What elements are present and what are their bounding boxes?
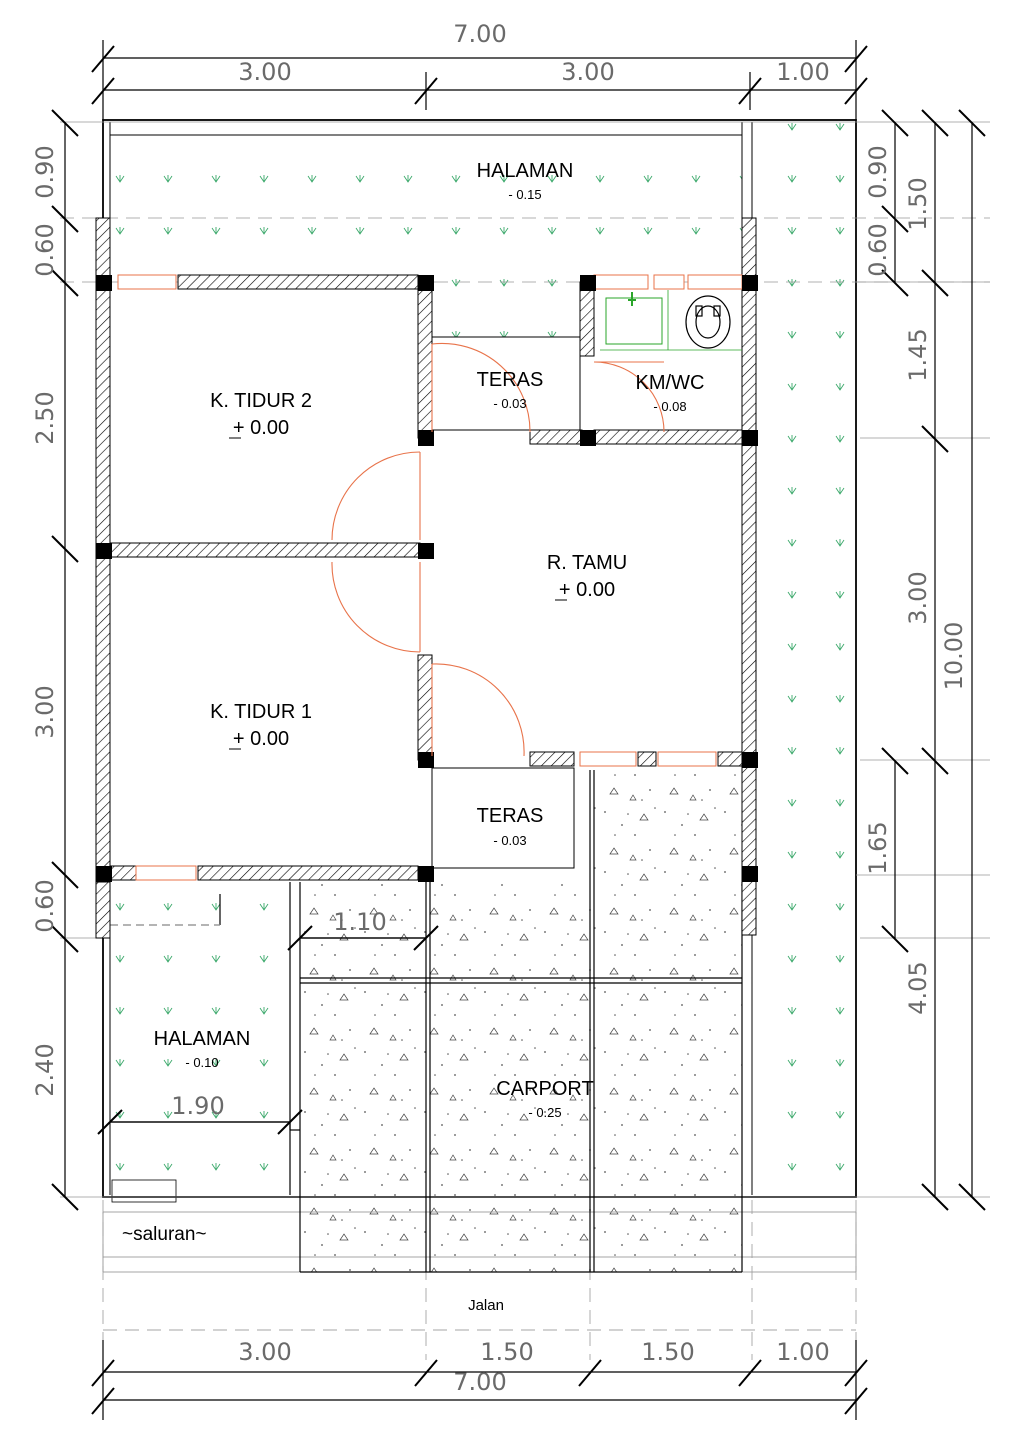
room-halaman-top-name: HALAMAN <box>477 160 574 182</box>
room-kmwc-name: KM/WC <box>636 372 705 394</box>
room-teras-top-level: - 0.03 <box>493 396 526 411</box>
dimension-lines <box>51 40 986 1420</box>
squat-toilet-icon <box>685 295 731 349</box>
room-tidur1-name: K. TIDUR 1 <box>210 701 312 723</box>
teras-grass <box>432 275 580 337</box>
walls <box>95 217 757 939</box>
teras-bottom-paving <box>592 770 742 882</box>
dim-right-inner-2: 0.60 <box>864 223 892 276</box>
canal-label: ~saluran~ <box>122 1224 207 1245</box>
dim-top-1: 3.00 <box>238 58 291 86</box>
back-yard-grass <box>110 885 290 1195</box>
tap-icon <box>628 292 636 306</box>
dim-right-mid-3: 3.00 <box>904 571 932 624</box>
room-carport-name: CARPORT <box>496 1078 593 1100</box>
dim-right-mid-1: 1.50 <box>904 177 932 230</box>
room-kmwc-level: - 0.08 <box>653 399 686 414</box>
room-tidur1-level: + 0.00 <box>233 728 289 750</box>
room-tamu-name: R. TAMU <box>547 552 627 574</box>
carport-grid <box>110 770 743 1273</box>
dim-inner-1: 1.10 <box>333 908 386 936</box>
dim-left-6: 2.40 <box>31 1043 59 1096</box>
room-halaman-top-level: - 0.15 <box>508 187 541 202</box>
doors <box>331 342 665 757</box>
room-labels: HALAMAN - 0.15 TERAS - 0.03 KM/WC - 0.08… <box>122 160 704 1314</box>
dim-top-3: 1.00 <box>776 58 829 86</box>
dim-right-inner-1: 0.90 <box>864 145 892 198</box>
dim-top-total: 7.00 <box>453 20 506 48</box>
bath-tub <box>605 297 663 345</box>
dim-inner-2: 1.90 <box>171 1092 224 1120</box>
side-garden-grass <box>757 122 856 1196</box>
front-yard-grass <box>110 135 742 275</box>
dim-top-2: 3.00 <box>561 58 614 86</box>
room-teras-bottom-name: TERAS <box>477 805 544 827</box>
dim-bottom-2: 1.50 <box>480 1338 533 1366</box>
dim-left-1: 0.90 <box>31 145 59 198</box>
room-teras-top-name: TERAS <box>477 369 544 391</box>
dim-bottom-3: 1.50 <box>641 1338 694 1366</box>
room-tamu-level: + 0.00 <box>559 579 615 601</box>
room-carport-level: - 0.25 <box>528 1105 561 1120</box>
dim-left-5: 0.60 <box>31 879 59 932</box>
dim-left-2: 0.60 <box>31 223 59 276</box>
dim-right-mid-2: 1.45 <box>904 328 932 381</box>
teras-outlines <box>431 336 581 869</box>
room-halaman-bottom-name: HALAMAN <box>154 1028 251 1050</box>
columns <box>96 275 758 882</box>
landscape <box>110 122 856 1272</box>
room-halaman-bottom-level: - 0.10 <box>185 1055 218 1070</box>
room-teras-bottom-level: - 0.03 <box>493 833 526 848</box>
dim-right-mid-4: 1.65 <box>864 821 892 874</box>
dim-left-4: 3.00 <box>31 685 59 738</box>
dim-right-mid-5: 4.05 <box>904 961 932 1014</box>
dim-left-3: 2.50 <box>31 391 59 444</box>
dim-right-total: 10.00 <box>940 622 968 691</box>
dimension-texts: 7.00 3.00 3.00 1.00 3.00 1.50 1.50 1.00 … <box>31 20 968 1396</box>
room-tidur2-name: K. TIDUR 2 <box>210 390 312 412</box>
bathroom-fixtures <box>600 290 742 351</box>
plus-minus-marks <box>229 437 567 750</box>
room-tidur2-level: + 0.00 <box>233 417 289 439</box>
dim-bottom-4: 1.00 <box>776 1338 829 1366</box>
carport-paving <box>300 882 742 1272</box>
road-label: Jalan <box>468 1297 504 1314</box>
dim-bottom-total: 7.00 <box>453 1368 506 1396</box>
dim-bottom-1: 3.00 <box>238 1338 291 1366</box>
